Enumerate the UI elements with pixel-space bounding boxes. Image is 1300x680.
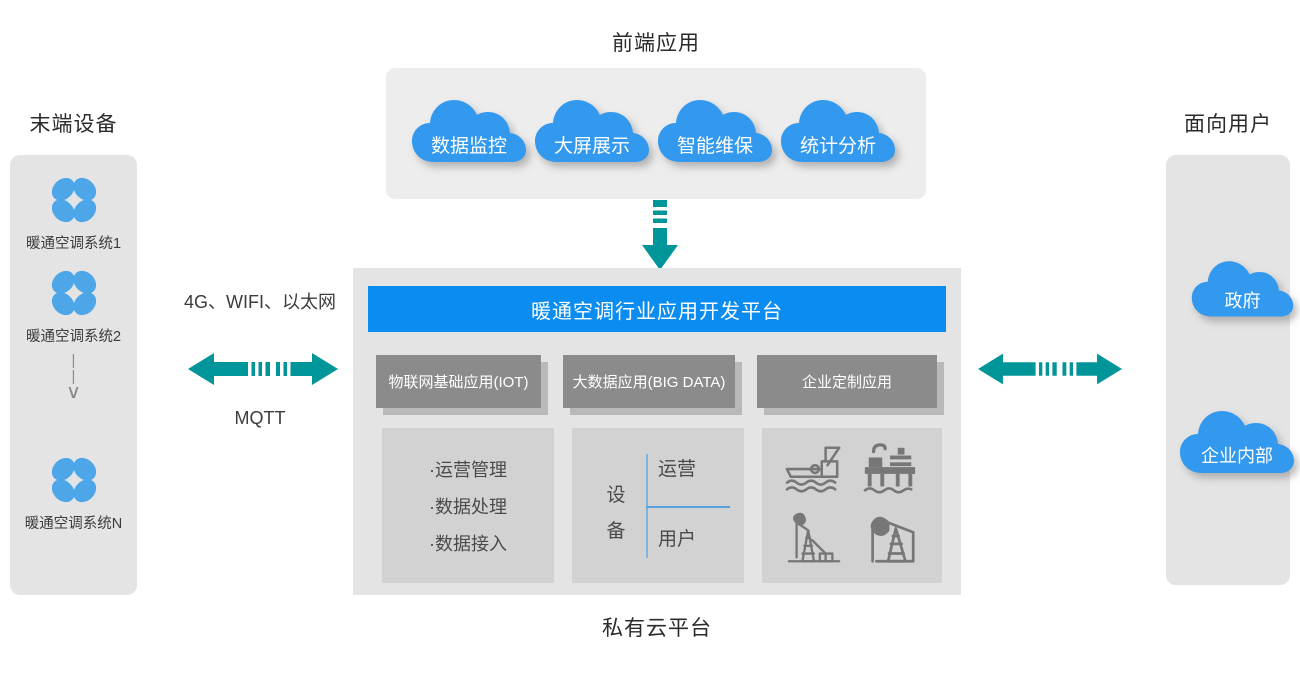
frontend-title: 前端应用 bbox=[612, 32, 700, 55]
device-item-n[interactable]: 暖通空调系统N bbox=[10, 450, 137, 533]
cloud-icon bbox=[412, 100, 526, 162]
frontend-app-4[interactable]: 统计分析 bbox=[779, 94, 897, 166]
frontend-app-1[interactable]: 数据监控 bbox=[410, 94, 528, 166]
cloud-icon bbox=[535, 100, 649, 162]
subpanel-device-label: 设备 bbox=[602, 478, 630, 550]
device-label: 暖通空调系统2 bbox=[25, 329, 122, 345]
oil-pumpjack-large-icon bbox=[870, 517, 915, 563]
platform-subpanel-industry-icons bbox=[762, 428, 942, 583]
fan-icon bbox=[51, 177, 96, 223]
cloud-icon bbox=[781, 100, 895, 162]
left-connector-bottom-label: MQTT bbox=[234, 408, 286, 428]
platform-caption: 私有云平台 bbox=[602, 617, 712, 640]
fan-icon bbox=[51, 457, 96, 503]
app-box-custom[interactable]: 企业定制应用 bbox=[757, 355, 937, 408]
device-label: 暖通空调系统1 bbox=[25, 236, 122, 252]
fan-icon bbox=[51, 270, 96, 316]
cloud-icon bbox=[1180, 411, 1294, 473]
cloud-icon bbox=[658, 100, 772, 162]
user-cloud-enterprise[interactable]: 企业内部 bbox=[1178, 405, 1296, 477]
oil-pumpjack-small-icon bbox=[787, 513, 841, 563]
app-box-label: 企业定制应用 bbox=[801, 374, 892, 391]
horizontal-divider bbox=[646, 506, 730, 508]
vertical-ellipsis-icon: | | ∨ bbox=[65, 352, 82, 403]
device-item-1[interactable]: 暖通空调系统1 bbox=[10, 170, 137, 253]
target-users-panel: 政府 企业内部 bbox=[1166, 155, 1294, 585]
platform-header-title: 暖通空调行业应用开发平台 bbox=[368, 286, 946, 332]
device-label-text: 设备 bbox=[606, 485, 626, 542]
left-bidirectional-arrow-icon bbox=[188, 350, 338, 393]
app-box-label: 大数据应用(BIG DATA) bbox=[572, 374, 726, 391]
device-label: 暖通空调系统N bbox=[24, 516, 123, 532]
right-bidirectional-arrow-icon bbox=[978, 350, 1122, 393]
device-item-2[interactable]: 暖通空调系统2 bbox=[10, 263, 137, 346]
down-arrow-icon bbox=[640, 200, 680, 275]
cloud-icon bbox=[1191, 261, 1294, 317]
crane-ship-icon bbox=[785, 446, 841, 493]
left-column-title: 末端设备 bbox=[29, 113, 118, 136]
subpanel-item: ·运营管理 bbox=[429, 459, 507, 480]
left-connector-top-label: 4G、WIFI、以太网 bbox=[184, 292, 336, 312]
frontend-apps-panel: 数据监控 大屏展示 智能维保 统计分析 bbox=[386, 68, 926, 199]
app-box-iot[interactable]: 物联网基础应用(IOT) bbox=[376, 355, 541, 408]
subpanel-operations-label: 运营 bbox=[658, 459, 697, 480]
offshore-platform-icon bbox=[863, 443, 916, 494]
platform-subpanel-operations: ·运营管理 ·数据处理 ·数据接入 bbox=[382, 428, 554, 583]
app-box-bigdata[interactable]: 大数据应用(BIG DATA) bbox=[563, 355, 735, 408]
frontend-app-3[interactable]: 智能维保 bbox=[656, 94, 774, 166]
platform-subpanel-device-user: 设备 运营 用户 bbox=[572, 428, 744, 583]
subpanel-item: ·数据接入 bbox=[429, 533, 507, 554]
right-column-title: 面向用户 bbox=[1184, 113, 1272, 136]
terminal-devices-panel: 暖通空调系统1 暖通空调系统2 | | ∨ 暖通空 bbox=[10, 155, 137, 595]
frontend-app-2[interactable]: 大屏展示 bbox=[533, 94, 651, 166]
app-box-label: 物联网基础应用(IOT) bbox=[388, 374, 529, 391]
subpanel-item: ·数据处理 bbox=[429, 496, 507, 517]
subpanel-user-label: 用户 bbox=[658, 529, 697, 550]
user-cloud-government[interactable]: 政府 bbox=[1190, 255, 1295, 321]
